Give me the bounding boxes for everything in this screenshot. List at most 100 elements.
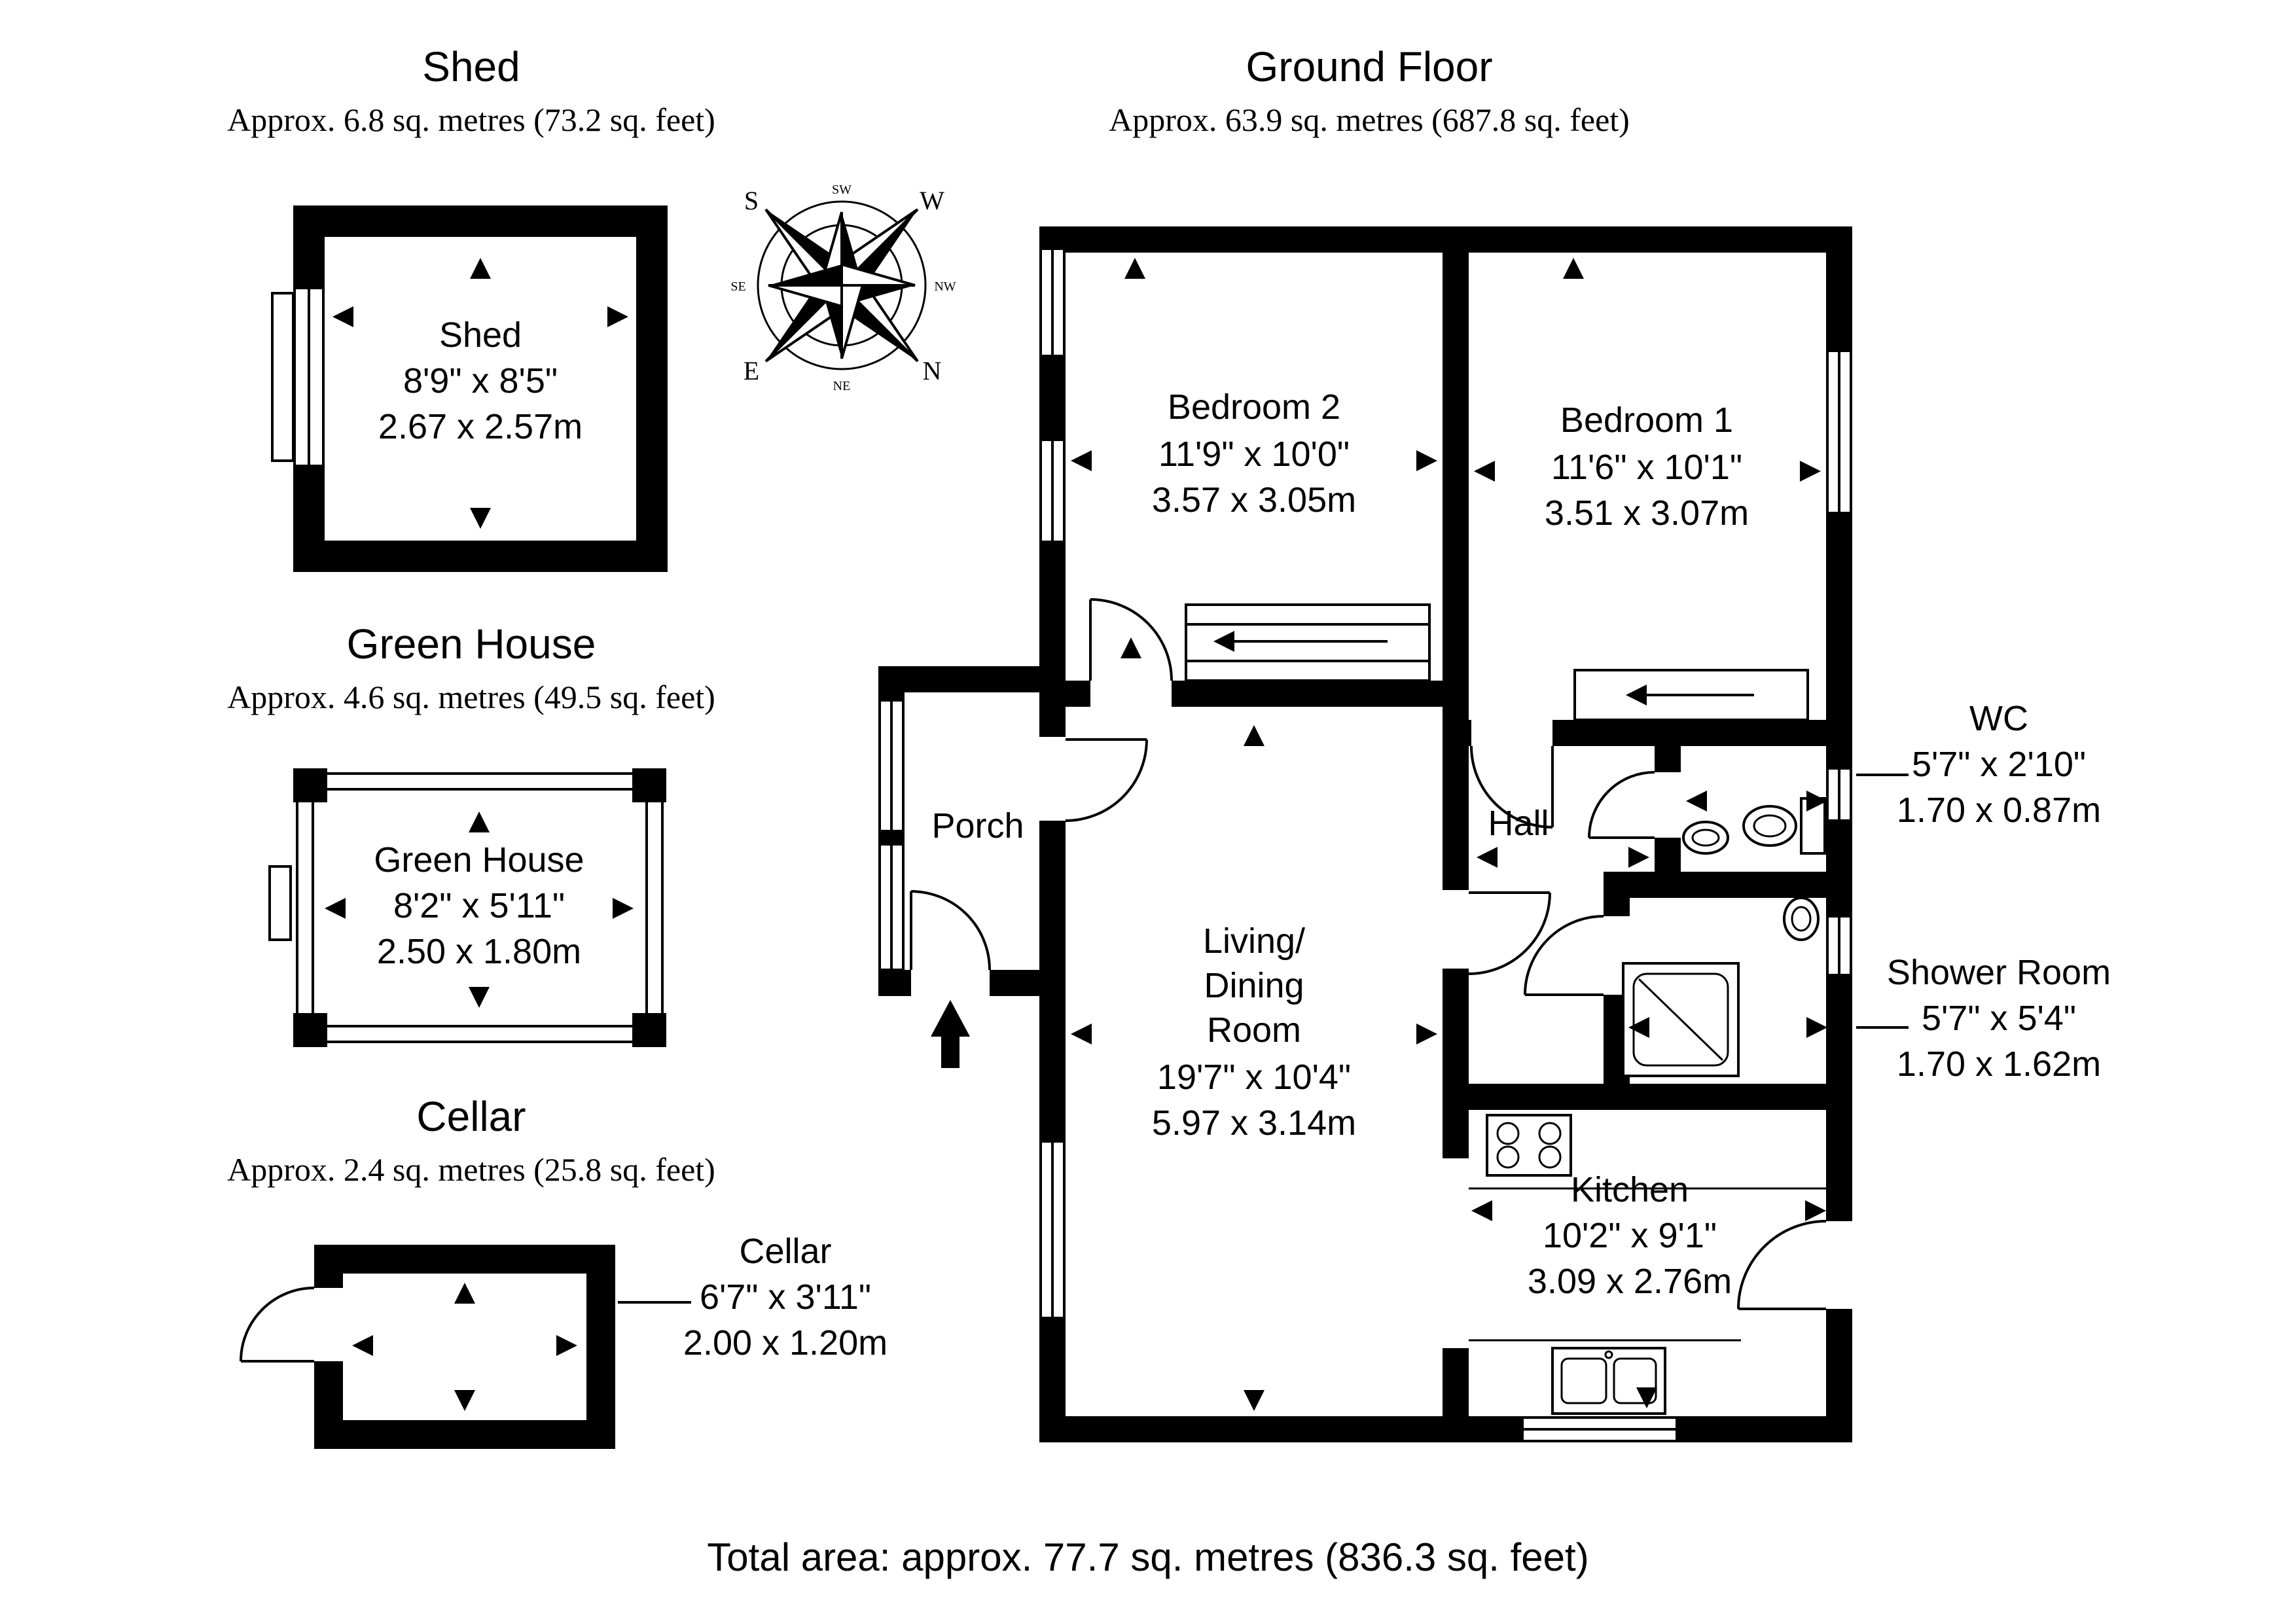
shower-arrow-left [1628,1017,1649,1038]
shower-tray-icon [1622,962,1740,1077]
greenhouse-arrow-left [325,898,346,919]
living-name-line3: Room [1207,1010,1301,1050]
bedroom2-window-lower-icon [1039,438,1066,543]
greenhouse-room-size-imperial: 8'2" x 5'11" [393,886,565,925]
porch-window-icon [878,699,905,971]
hall-arrow-left [1477,847,1498,868]
cellar-arrow-up [454,1283,475,1304]
compass-letter-n: N [923,356,942,385]
shed-arrow-left [332,306,353,327]
kitchen-size-imperial: 10'2" x 9'1" [1543,1216,1717,1255]
bedroom2-name: Bedroom 2 [1168,387,1340,427]
kitchen-name: Kitchen [1571,1170,1689,1209]
shower-door-arc [1524,915,1604,996]
shower-name: Shower Room [1887,953,2111,992]
bedroom1-size-imperial: 11'6" x 10'1" [1551,448,1742,487]
cellar-arrow-down [454,1390,475,1411]
compass-letter-ne: NE [833,379,851,393]
shed-arrow-up [470,258,491,279]
kitchen-arrow-left [1471,1200,1492,1221]
shower-size-imperial: 5'7" x 5'4" [1922,999,2076,1038]
bedroom2-window-upper-icon [1039,247,1066,357]
compass-letter-w: W [920,186,944,215]
wc-size-metric: 1.70 x 0.87m [1897,791,2101,830]
living-size-imperial: 19'7" x 10'4" [1157,1058,1351,1097]
hall-living-door-arc [1468,891,1551,975]
kitchen-arrow-right [1805,1200,1826,1221]
cellar-door-arc [240,1287,315,1363]
shed-section-title: Shed [422,43,520,90]
greenhouse-section-area: Approx. 4.6 sq. metres (49.5 sq. feet) [227,679,715,715]
kitchen-arrow-down [1636,1387,1657,1408]
kitchen-size-metric: 3.09 x 2.76m [1528,1262,1732,1301]
living-arrow-up [1244,725,1265,746]
living-size-metric: 5.97 x 3.14m [1152,1103,1356,1143]
shower-size-metric: 1.70 x 1.62m [1897,1044,2101,1084]
wc-window-icon [1826,767,1852,822]
shed-plan: Shed Approx. 6.8 sq. metres (73.2 sq. fe… [227,43,715,572]
greenhouse-arrow-down [469,987,490,1008]
living-name-line1: Living/ [1203,921,1305,961]
porch-name: Porch [931,806,1024,846]
living-arrow-left [1071,1024,1092,1044]
greenhouse-room-size-metric: 2.50 x 1.80m [377,932,581,971]
entrance-arrow-icon [931,1000,970,1068]
bedroom1-arrow-up [1563,258,1584,279]
bedroom1-door-arc [1470,745,1554,829]
greenhouse-plan: Green House Approx. 4.6 sq. metres (49.5… [227,620,715,1047]
cellar-arrow-right [556,1335,577,1356]
bedroom1-wardrobe-icon [1573,669,1809,721]
compass-letter-sw: SW [832,183,852,197]
cellar-room-size-imperial: 6'7" x 3'11" [700,1277,871,1317]
greenhouse-room-name: Green House [374,840,584,880]
compass-rose-icon: S W N E SW NW NE SE [730,183,956,393]
shed-arrow-right [607,306,628,327]
bedroom2-size-imperial: 11'9" x 10'0" [1158,435,1350,474]
shower-window-icon [1826,915,1852,976]
wc-size-imperial: 5'7" x 2'10" [1912,745,2086,784]
hall-arrow-right [1628,847,1649,868]
cellar-room-size-metric: 2.00 x 1.20m [683,1323,888,1363]
kitchen-window-icon [1521,1416,1678,1442]
bedroom2-wardrobe-icon [1185,603,1431,682]
hall-name: Hall [1488,804,1549,843]
living-arrow-down [1244,1390,1265,1411]
shed-section-area: Approx. 6.8 sq. metres (73.2 sq. feet) [227,101,715,138]
bedroom1-arrow-left [1474,461,1495,482]
shed-room-size-metric: 2.67 x 2.57m [378,407,583,446]
ground-floor-section-area: Approx. 63.9 sq. metres (687.8 sq. feet) [1109,101,1630,138]
wc-arrow-right [1806,791,1827,812]
bedroom2-arrow-right [1416,450,1437,471]
wc-name: WC [1969,699,2028,738]
bedroom2-door-arrow-up [1121,637,1141,658]
compass-letter-se: SE [730,279,745,294]
greenhouse-section-title: Green House [347,620,596,668]
bedroom1-arrow-right [1800,461,1821,482]
greenhouse-window-icon [268,865,292,941]
compass-letter-e: E [744,356,759,385]
kitchen-back-door-arc [1737,1220,1827,1310]
living-window-icon [1039,1140,1066,1319]
compass-letter-nw: NW [934,279,956,294]
bedroom1-size-metric: 3.51 x 3.07m [1545,493,1749,533]
wc-basin-icon [1682,821,1729,855]
cellar-section-title: Cellar [416,1093,526,1140]
bedroom1-name: Bedroom 1 [1560,401,1733,440]
shed-room-name: Shed [439,315,522,355]
living-arrow-right [1416,1024,1437,1044]
cellar-arrow-left [352,1335,373,1356]
shower-arrow-right [1806,1017,1827,1038]
ground-floor-section-title: Ground Floor [1246,43,1492,90]
porch-entrance-door-arc [910,890,991,971]
bedroom2-door-arc [1089,598,1173,681]
bedroom2-size-metric: 3.57 x 3.05m [1152,480,1356,520]
bedroom1-window-icon [1826,349,1852,514]
living-name-line2: Dining [1204,966,1304,1005]
ground-floor-plan: Ground Floor Approx. 63.9 sq. metres (68… [878,43,2111,1442]
compass-letter-s: S [744,186,759,215]
bedroom2-arrow-up [1124,258,1145,279]
greenhouse-arrow-right [613,898,634,919]
wc-door-arc [1588,771,1655,839]
